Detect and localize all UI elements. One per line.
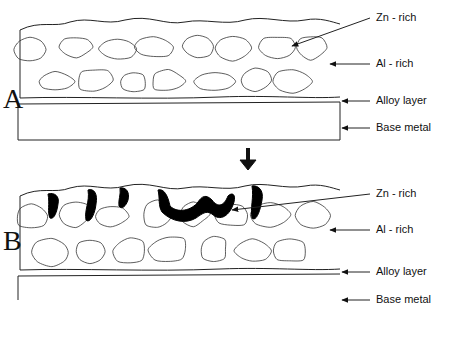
part-label: Alloy layer [376, 265, 427, 277]
coating-surface [20, 18, 340, 30]
process-arrow [246, 148, 250, 160]
leader-line [292, 18, 370, 46]
al-rich-dendrite [79, 70, 114, 91]
al-rich-dendrite [234, 239, 271, 261]
al-rich-dendrite [148, 237, 186, 261]
part-label: Base metal [376, 293, 431, 305]
base-metal [18, 276, 19, 300]
al-rich-dendrite [121, 73, 146, 92]
al-rich-dendrite [113, 238, 145, 263]
al-rich-dendrite [96, 207, 129, 227]
al-rich-dendrite [295, 201, 330, 228]
section-letter: B [3, 226, 22, 257]
al-rich-dendrite [76, 240, 105, 263]
coating-surface [20, 184, 340, 196]
leader-line [342, 128, 370, 129]
al-rich-dendrite [215, 36, 251, 61]
leader-line [232, 194, 370, 210]
part-label: Al - rich [376, 57, 413, 69]
al-rich-dendrite [17, 204, 47, 228]
al-rich-dendrite [99, 39, 137, 59]
part-label: Zn - rich [376, 187, 416, 199]
part-label: Alloy layer [376, 94, 427, 106]
part-label: Zn - rich [376, 11, 416, 23]
al-rich-dendrite [201, 236, 226, 261]
leader-line [342, 300, 370, 301]
al-rich-dendrite [59, 38, 93, 58]
section-letter: A [3, 84, 23, 115]
al-rich-dendrite [134, 37, 173, 57]
al-rich-dendrite [273, 239, 305, 261]
part-label: Al - rich [376, 223, 413, 235]
al-rich-dendrite [241, 68, 271, 92]
leader-line [342, 101, 370, 102]
al-rich-dendrite [153, 69, 186, 90]
alloy-layer [18, 102, 340, 104]
al-rich-dendrite [14, 37, 46, 61]
process-arrow [240, 160, 256, 170]
alloy-layer [20, 96, 340, 98]
al-rich-dendrite [194, 73, 236, 91]
al-rich-dendrite [297, 37, 327, 60]
al-rich-dendrite [32, 238, 69, 266]
al-rich-dendrite [259, 37, 296, 58]
leader-line [330, 230, 370, 231]
alloy-layer [20, 268, 340, 270]
corrosion-product [48, 186, 262, 222]
al-rich-dendrite [182, 35, 213, 57]
base-metal [18, 102, 340, 140]
leader-line [342, 272, 370, 273]
part-label: Base metal [376, 121, 431, 133]
leader-line [330, 64, 370, 65]
al-rich-dendrite [39, 71, 75, 89]
alloy-layer [18, 274, 340, 276]
al-rich-dendrite [273, 70, 313, 94]
